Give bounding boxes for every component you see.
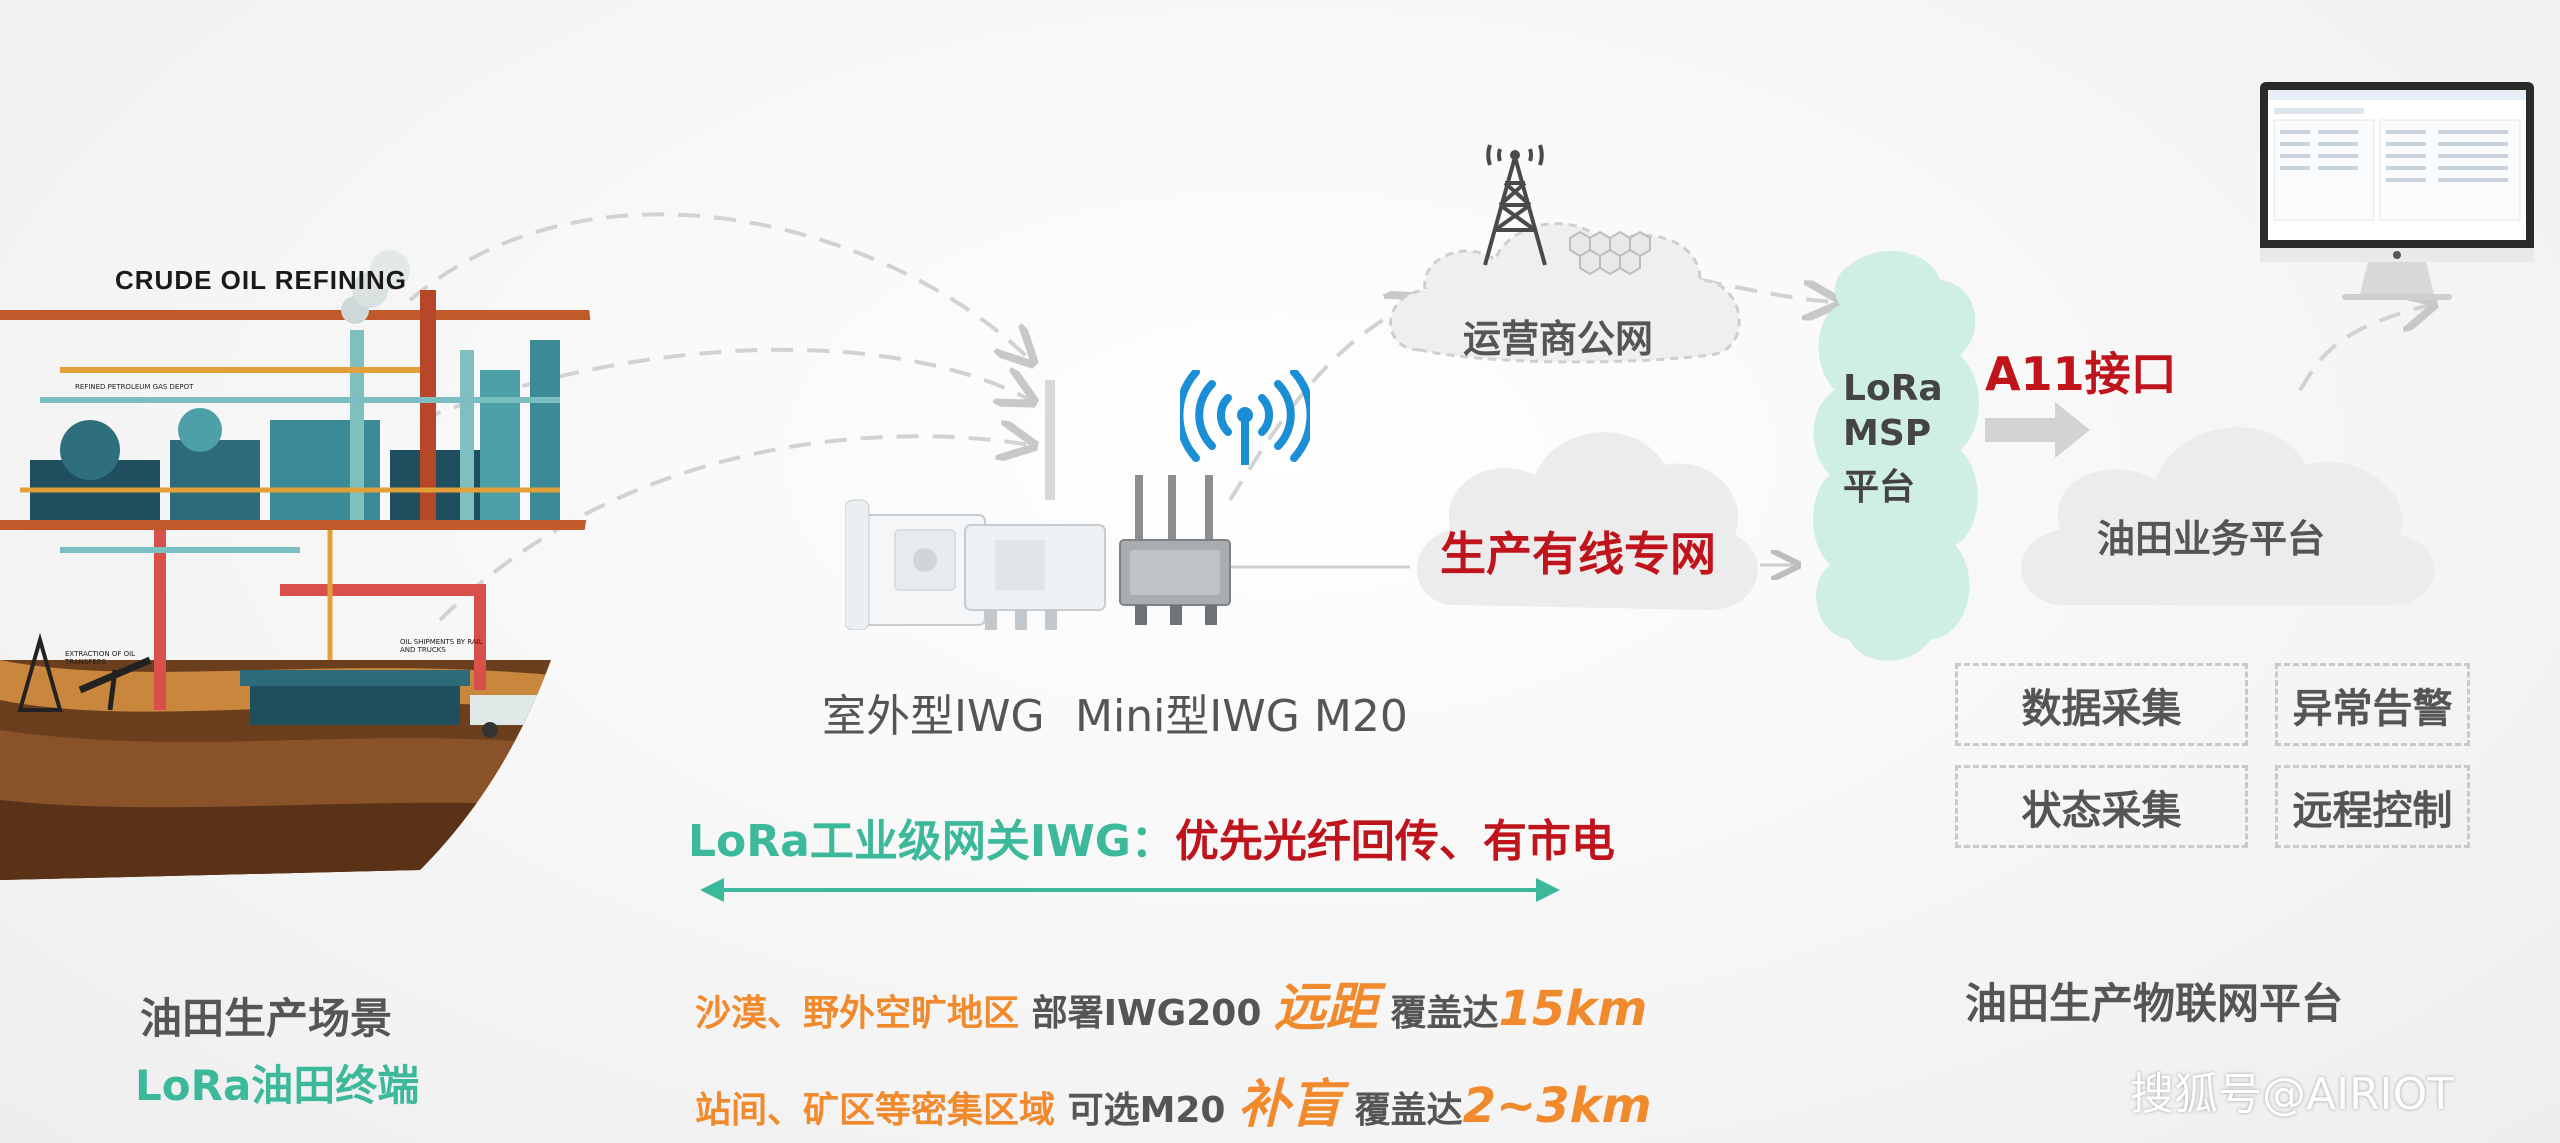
arrow-scene-to-gateway-2: [419, 347, 1030, 422]
watermark: 搜狐号@AIRIOT: [2130, 1069, 2455, 1120]
function-alarm: 异常告警: [2275, 663, 2470, 746]
deploy-mode-1: 远距: [1273, 978, 1378, 1038]
refinery-title: CRUDE OIL REFINING: [115, 265, 407, 295]
function-data-collection-label: 数据采集: [2021, 685, 2182, 732]
deploy-line-2: 站间、矿区等密集区域 可选M20 补盲 覆盖达2~3km: [695, 1062, 1652, 1137]
platform-caption: 油田生产物联网平台: [1965, 979, 2344, 1028]
gateway-headline-suffix: 优先光纤回传、有市电: [1174, 816, 1615, 867]
double-arrow: [700, 878, 1560, 902]
wired-network-cloud: [1416, 432, 1758, 610]
deploy-range-2: 2~3km: [1462, 1078, 1652, 1134]
deploy-area-2: 站间、矿区等密集区域: [695, 1090, 1056, 1131]
function-data-collection: 数据采集: [1955, 663, 2248, 746]
refinery-small-label-3: OIL SHIPMENTS BY RAIL AND TRUCKS: [400, 638, 483, 654]
arrow-platform-to-monitor: [2298, 305, 2430, 392]
function-remote-control: 远程控制: [2275, 765, 2470, 848]
a11-interface-label: A11接口: [1985, 347, 2177, 401]
outdoor-iwg-label: 室外型IWG: [822, 691, 1045, 742]
scene-caption: 油田生产场景: [140, 994, 393, 1043]
gateway-headline: LoRa工业级网关IWG：优先光纤回传、有市电: [688, 805, 1615, 869]
wireless-signal-icon: [1180, 370, 1310, 465]
function-status-collection-label: 状态采集: [2021, 787, 2182, 834]
hexagon-network-icon: [1569, 230, 1651, 276]
function-status-collection: 状态采集: [1955, 765, 2248, 848]
mini-iwg-label: Mini型IWG M20: [1075, 691, 1408, 742]
deploy-area-1: 沙漠、野外空旷地区: [695, 993, 1020, 1034]
msp-cloud: [1813, 250, 1979, 661]
refinery-small-label-2: EXTRACTION OF OIL TRANSFERS: [65, 650, 136, 666]
oilfield-scene: CRUDE OIL REFINING REFINED PETROLEUM GAS…: [0, 190, 600, 890]
refinery-small-label-1: REFINED PETROLEUM GAS DEPOT: [75, 383, 194, 391]
msp-label-line3: 平台: [1843, 467, 1916, 508]
business-platform-cloud: [2021, 427, 2435, 605]
wired-network-label: 生产有线专网: [1440, 527, 1716, 581]
terminal-caption: LoRa油田终端: [135, 1061, 420, 1110]
oilfield-illustration: [0, 250, 595, 880]
arrow-scene-to-gateway-1: [408, 212, 1030, 360]
msp-label-line1: LoRa: [1843, 368, 1943, 409]
mini-iwg-device: [1110, 475, 1240, 635]
business-platform-label: 油田业务平台: [2097, 517, 2326, 561]
monitor-icon: [2258, 80, 2536, 310]
deploy-line-1: 沙漠、野外空旷地区 部署IWG200 远距 覆盖达15km: [695, 965, 1647, 1040]
deploy-cover-2: 覆盖达: [1354, 1090, 1463, 1131]
interface-arrow: [1985, 402, 2090, 458]
deploy-cover-1: 覆盖达: [1390, 993, 1499, 1034]
carrier-cloud: [1389, 222, 1741, 364]
deploy-range-1: 15km: [1498, 981, 1648, 1037]
gateway-headline-prefix: LoRa工业级网关IWG：: [688, 816, 1175, 867]
deploy-action-1: 部署IWG200: [1031, 993, 1262, 1034]
cell-tower-icon: [1483, 144, 1547, 266]
function-remote-control-label: 远程控制: [2292, 787, 2453, 834]
msp-label-line2: MSP: [1843, 413, 1932, 454]
function-alarm-label: 异常告警: [2292, 685, 2453, 732]
deploy-action-2: 可选M20: [1067, 1090, 1226, 1131]
outdoor-iwg-device: [844, 380, 1115, 631]
deploy-mode-2: 补盲: [1238, 1075, 1343, 1135]
carrier-network-label: 运营商公网: [1463, 317, 1654, 361]
